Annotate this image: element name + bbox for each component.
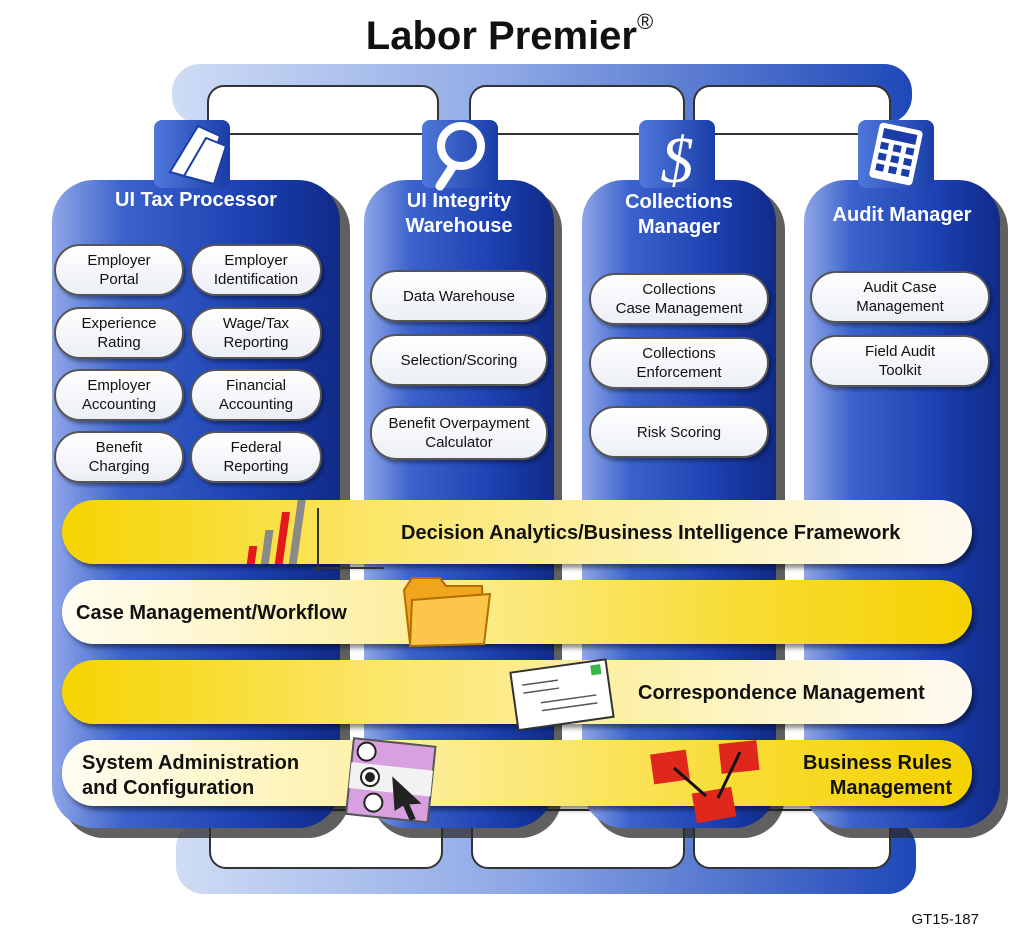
band-label-system-administration: System Administration and Configuration xyxy=(82,752,300,799)
column-title-ui-integrity-warehouse: UI Integrity Warehouse xyxy=(405,190,513,237)
module-benefit-overpayment-calculator[interactable]: Benefit Overpayment Calculator xyxy=(370,406,548,460)
page-title: Labor Premier® xyxy=(365,8,654,58)
dollar-icon: $ xyxy=(661,124,694,197)
module-financial-accounting[interactable]: Financial Accounting xyxy=(190,369,322,421)
band-sysadmin-business-rules xyxy=(62,740,972,806)
magnifier-icon xyxy=(435,122,485,191)
module-field-audit-toolkit[interactable]: Field Audit Toolkit xyxy=(810,335,990,387)
calculator-icon xyxy=(869,122,923,186)
band-label-decision-analytics: Decision Analytics/Business Intelligence… xyxy=(401,522,901,544)
module-experience-rating[interactable]: Experience Rating xyxy=(54,307,184,359)
module-federal-reporting[interactable]: Federal Reporting xyxy=(190,431,322,483)
band-label-business-rules: Business Rules Management xyxy=(803,752,952,799)
module-employer-portal[interactable]: Employer Portal xyxy=(54,244,184,296)
column-title-ui-tax-processor: UI Tax Processor xyxy=(115,189,277,211)
band-case-management xyxy=(62,580,972,644)
module-selection-scoring[interactable]: Selection/Scoring xyxy=(370,334,548,386)
figure-id: GT15-187 xyxy=(911,911,979,928)
module-collections-enforcement[interactable]: Collections Enforcement xyxy=(589,337,769,389)
band-label-correspondence-management: Correspondence Management xyxy=(638,682,925,704)
module-risk-scoring[interactable]: Risk Scoring xyxy=(589,406,769,458)
band-label-case-management: Case Management/Workflow xyxy=(76,602,347,624)
document-icon xyxy=(168,124,228,186)
module-audit-case-management[interactable]: Audit Case Management xyxy=(810,271,990,323)
module-wage-tax-reporting[interactable]: Wage/Tax Reporting xyxy=(190,307,322,359)
band-decision-analytics xyxy=(62,500,972,564)
column-title-audit-manager: Audit Manager xyxy=(832,204,972,226)
module-collections-case-management[interactable]: Collections Case Management xyxy=(589,273,769,325)
column-title-collections-manager: Collections Manager xyxy=(625,191,733,238)
module-benefit-charging[interactable]: Benefit Charging xyxy=(54,431,184,483)
module-employer-identification[interactable]: Employer Identification xyxy=(190,244,322,296)
module-data-warehouse[interactable]: Data Warehouse xyxy=(370,270,548,322)
module-employer-accounting[interactable]: Employer Accounting xyxy=(54,369,184,421)
